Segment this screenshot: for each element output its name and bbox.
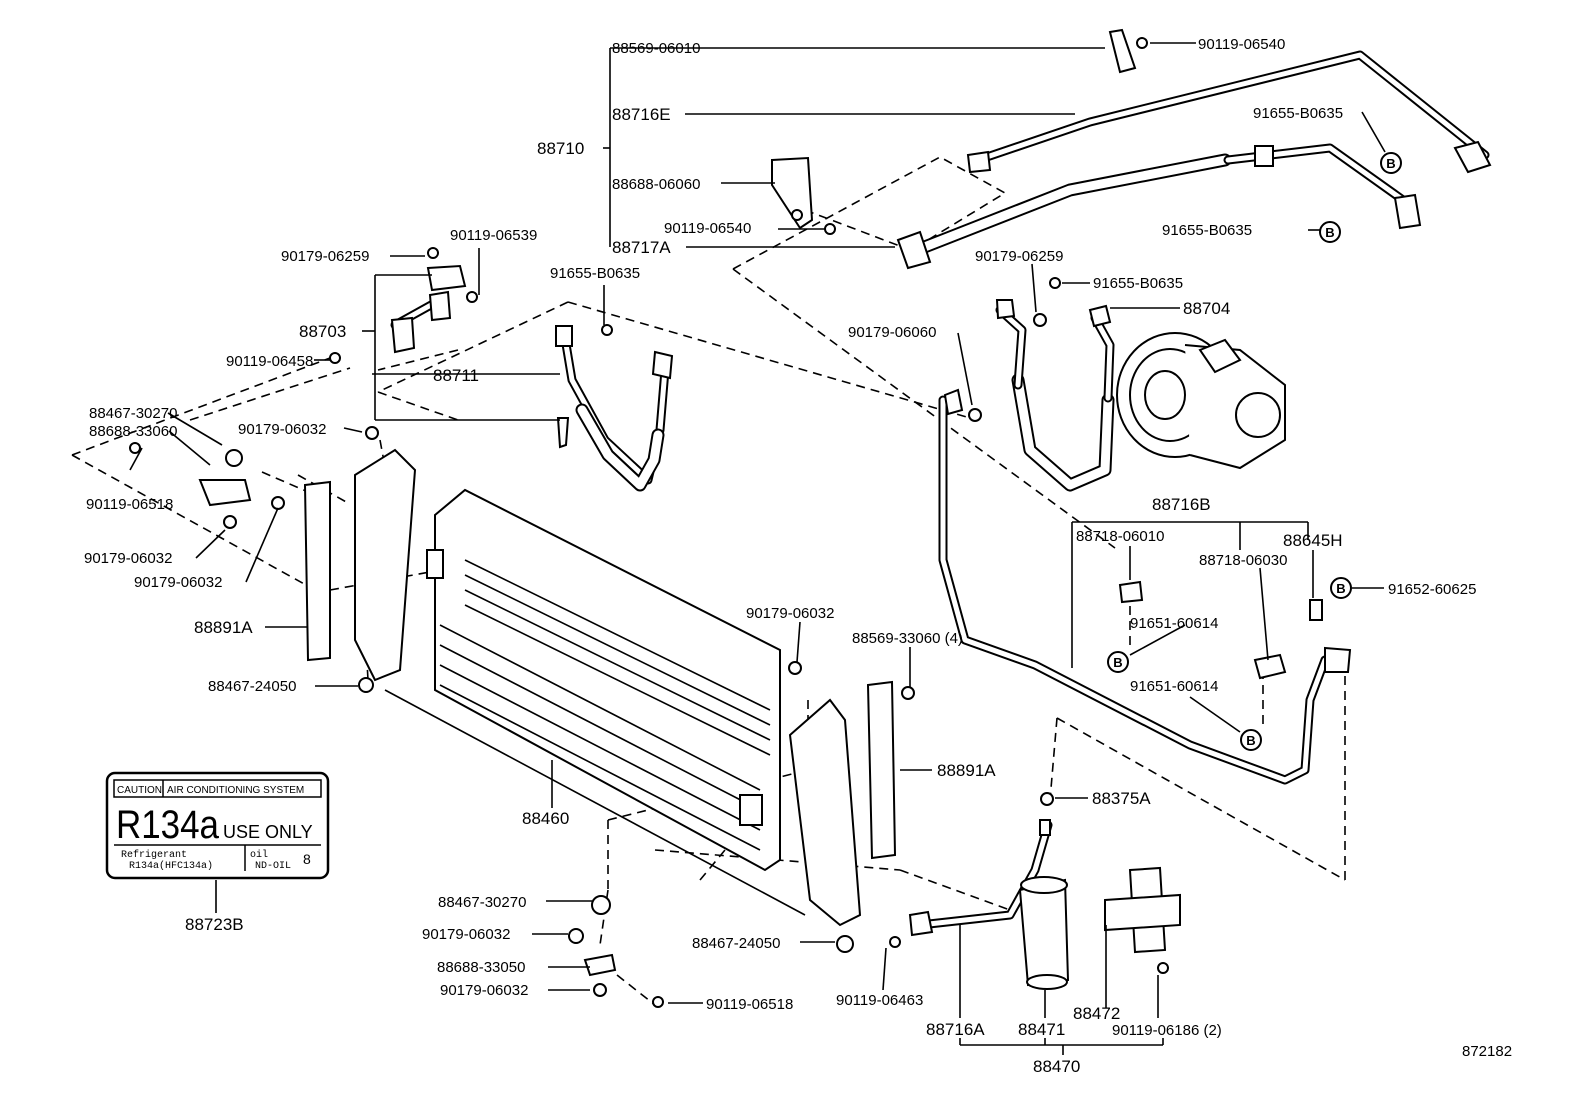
label-91651-60614-b: 91651-60614 (1130, 678, 1218, 695)
label-90119-06463: 90119-06463 (836, 992, 923, 1009)
label-88703: 88703 (299, 322, 346, 341)
side-brackets (303, 448, 897, 927)
label-88645H: 88645H (1283, 531, 1343, 550)
hose-88711 (555, 325, 674, 492)
label-91655-B0635-d: 91655-B0635 (550, 265, 640, 282)
label-90119-06539: 90119-06539 (450, 227, 537, 244)
figure-number: 872182 (1462, 1043, 1512, 1060)
condenser-88460 (384, 488, 806, 916)
label-88467-24050-right: 88467-24050 (692, 935, 780, 952)
label-90119-06186: 90119-06186 (2) (1112, 1022, 1222, 1039)
label-88460: 88460 (522, 809, 569, 828)
label-90179-06032-e: 90179-06032 (422, 926, 510, 943)
tube-88703 (390, 264, 467, 354)
bracket-88688-06060 (771, 156, 814, 230)
label-91655-B0635-c: 91655-B0635 (1093, 275, 1183, 292)
pipe-88716E (966, 50, 1492, 174)
label-88688-06060: 88688-06060 (612, 176, 700, 193)
svg-text:B: B (1336, 581, 1345, 596)
label-88718-06010: 88718-06010 (1076, 528, 1164, 545)
label-88891A-left: 88891A (194, 618, 253, 637)
label-88569-06010: 88569-06010 (612, 40, 700, 57)
part-labels: 88569-06010 90119-06540 88716E 88710 916… (84, 36, 1512, 1076)
placard-refrigerant-value: R134a(HFC134a) (129, 860, 213, 872)
label-90119-06540-mid: 90119-06540 (664, 220, 751, 237)
label-88716B: 88716B (1152, 495, 1211, 514)
label-88688-33050: 88688-33050 (437, 959, 525, 976)
label-90119-06458: 90119-06458 (226, 353, 313, 370)
leader-lines (129, 42, 1386, 1055)
placard-refrigerant-label: Refrigerant (121, 849, 187, 861)
b-marker-2: B (1319, 221, 1341, 243)
svg-text:B: B (1386, 156, 1395, 171)
placard-caution: CAUTION (117, 785, 162, 796)
placard-oil-label: oil (250, 849, 268, 861)
label-88716E: 88716E (612, 105, 671, 124)
label-90119-06518-top: 90119-06518 (86, 496, 173, 513)
label-88467-24050-left: 88467-24050 (208, 678, 296, 695)
label-90179-06032-c: 90179-06032 (134, 574, 222, 591)
label-91652-60625: 91652-60625 (1388, 581, 1476, 598)
receiver-88471 (1018, 819, 1070, 990)
label-88467-30270-top: 88467-30270 (89, 405, 177, 422)
hose-88717A (896, 143, 1422, 270)
placard-system: AIR CONDITIONING SYSTEM (167, 785, 304, 796)
label-88470: 88470 (1033, 1057, 1080, 1076)
b-marker-3: B (1330, 577, 1352, 599)
label-90179-06060: 90179-06060 (848, 324, 936, 341)
b-marker-4: B (1107, 651, 1129, 673)
b-marker-5: B (1240, 729, 1262, 751)
placard-r134a: R134a (116, 803, 220, 847)
svg-text:B: B (1113, 655, 1122, 670)
label-90179-06032-d: 90179-06032 (746, 605, 834, 622)
label-88723B: 88723B (185, 915, 244, 934)
label-88704: 88704 (1183, 299, 1230, 318)
label-91655-B0635-b: 91655-B0635 (1162, 222, 1252, 239)
label-91655-B0635-a: 91655-B0635 (1253, 105, 1343, 122)
label-88718-06030: 88718-06030 (1199, 552, 1287, 569)
compressor (1116, 332, 1286, 470)
label-90179-06032-a: 90179-06032 (238, 421, 326, 438)
svg-text:B: B (1246, 733, 1255, 748)
placard-oil-number: 8 (303, 851, 311, 867)
label-88467-30270-bot: 88467-30270 (438, 894, 526, 911)
label-90179-06259-r: 90179-06259 (975, 248, 1063, 265)
label-91651-60614-a: 91651-60614 (1130, 615, 1218, 632)
label-88717A: 88717A (612, 238, 671, 257)
label-88471: 88471 (1018, 1020, 1065, 1039)
hose-88704-pair (995, 299, 1115, 492)
bracket-88472 (1104, 866, 1181, 954)
label-90179-06032-b: 90179-06032 (84, 550, 172, 567)
placard-use-only: USE ONLY (223, 822, 313, 842)
clip-88569-06010 (1108, 28, 1137, 74)
pipe-88716A (908, 388, 1352, 937)
label-88375A: 88375A (1092, 789, 1151, 808)
label-90179-06032-f: 90179-06032 (440, 982, 528, 999)
label-90119-06540-top: 90119-06540 (1198, 36, 1285, 53)
label-90179-06259-l: 90179-06259 (281, 248, 369, 265)
label-88711: 88711 (433, 366, 479, 385)
label-88891A-right: 88891A (937, 761, 996, 780)
label-88472: 88472 (1073, 1004, 1120, 1023)
label-88569-33060: 88569-33060 (4) (852, 630, 963, 647)
label-88716A: 88716A (926, 1020, 985, 1039)
small-fasteners (129, 37, 1323, 1008)
label-88688-33060: 88688-33060 (89, 423, 177, 440)
b-marker-1: B (1380, 152, 1402, 174)
placard-oil-value: ND-OIL (255, 861, 291, 872)
refrigerant-placard: CAUTION AIR CONDITIONING SYSTEM R134a US… (105, 771, 330, 880)
label-90119-06518-bot: 90119-06518 (706, 996, 793, 1013)
label-88710: 88710 (537, 139, 584, 158)
svg-text:B: B (1325, 225, 1334, 240)
